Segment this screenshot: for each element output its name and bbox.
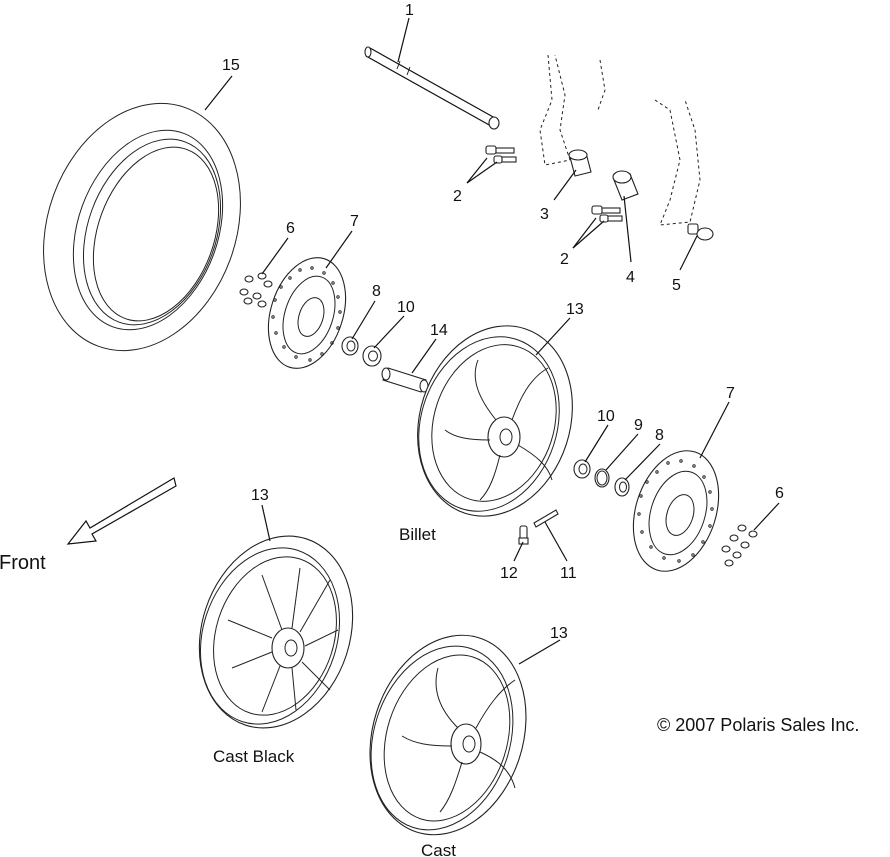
valve-cap-part-11 <box>533 509 559 528</box>
callout-13-cast: 13 <box>550 625 568 642</box>
caption-cast-black: Cast Black <box>213 747 295 766</box>
brake-rotor-part-7-right <box>632 450 720 572</box>
bolt-part-2-lower <box>591 205 623 223</box>
caption-cast: Cast <box>421 841 456 857</box>
brake-rotor-part-7-left <box>267 257 347 369</box>
fork-silhouette <box>539 54 701 226</box>
tire-part-15 <box>43 102 241 352</box>
front-direction-arrow <box>66 477 177 545</box>
axle-part-1 <box>364 46 500 130</box>
callout-13-cast-black: 13 <box>251 487 269 504</box>
rotor-bolts-part-6-right <box>721 524 758 567</box>
callout-11: 11 <box>560 565 577 582</box>
callout-14: 14 <box>430 322 448 339</box>
callout-4: 4 <box>626 269 635 286</box>
leader-lines <box>204 17 780 665</box>
copyright-notice: © 2007 Polaris Sales Inc. <box>657 715 859 735</box>
callout-10-left: 10 <box>397 299 415 316</box>
callout-12: 12 <box>500 565 518 582</box>
callout-15: 15 <box>222 57 240 74</box>
callout-2-lower: 2 <box>560 251 569 268</box>
callout-2-upper: 2 <box>453 188 462 205</box>
seal-part-8-right <box>614 477 630 497</box>
pinch-bolt-part-5 <box>687 223 714 241</box>
caption-billet: Billet <box>399 525 436 544</box>
callout-labels: 1 2 3 2 4 5 15 6 7 8 10 14 13 10 9 8 7 6… <box>222 2 784 642</box>
billet-wheel-part-13 <box>417 325 573 517</box>
bearing-part-10-left <box>362 345 382 367</box>
spacer-part-4 <box>612 170 639 201</box>
callout-7-right: 7 <box>726 385 735 402</box>
callout-5: 5 <box>672 277 681 294</box>
callout-8-right: 8 <box>655 427 664 444</box>
callout-6-left: 6 <box>286 220 295 237</box>
callout-10-right: 10 <box>597 408 615 425</box>
callout-8-left: 8 <box>372 283 381 300</box>
caption-front: Front <box>0 552 46 574</box>
spacer-tube-part-14 <box>381 367 429 393</box>
callout-7-left: 7 <box>350 213 359 230</box>
callout-13-billet: 13 <box>566 301 584 318</box>
callout-6-right: 6 <box>775 485 784 502</box>
callout-9: 9 <box>634 417 643 434</box>
valve-stem-part-12 <box>518 525 529 545</box>
snap-ring-part-9 <box>594 468 610 488</box>
bearing-part-10-right <box>573 459 591 479</box>
rotor-bolts-part-6-left <box>239 272 273 308</box>
cast-wheel-part-13 <box>369 634 527 836</box>
bolt-part-2-upper <box>485 145 517 164</box>
seal-part-8-left <box>341 336 359 356</box>
cast-black-wheel-part-13 <box>198 535 354 729</box>
callout-1: 1 <box>405 2 414 19</box>
callout-3: 3 <box>540 206 549 223</box>
bushing-part-3 <box>568 149 592 177</box>
